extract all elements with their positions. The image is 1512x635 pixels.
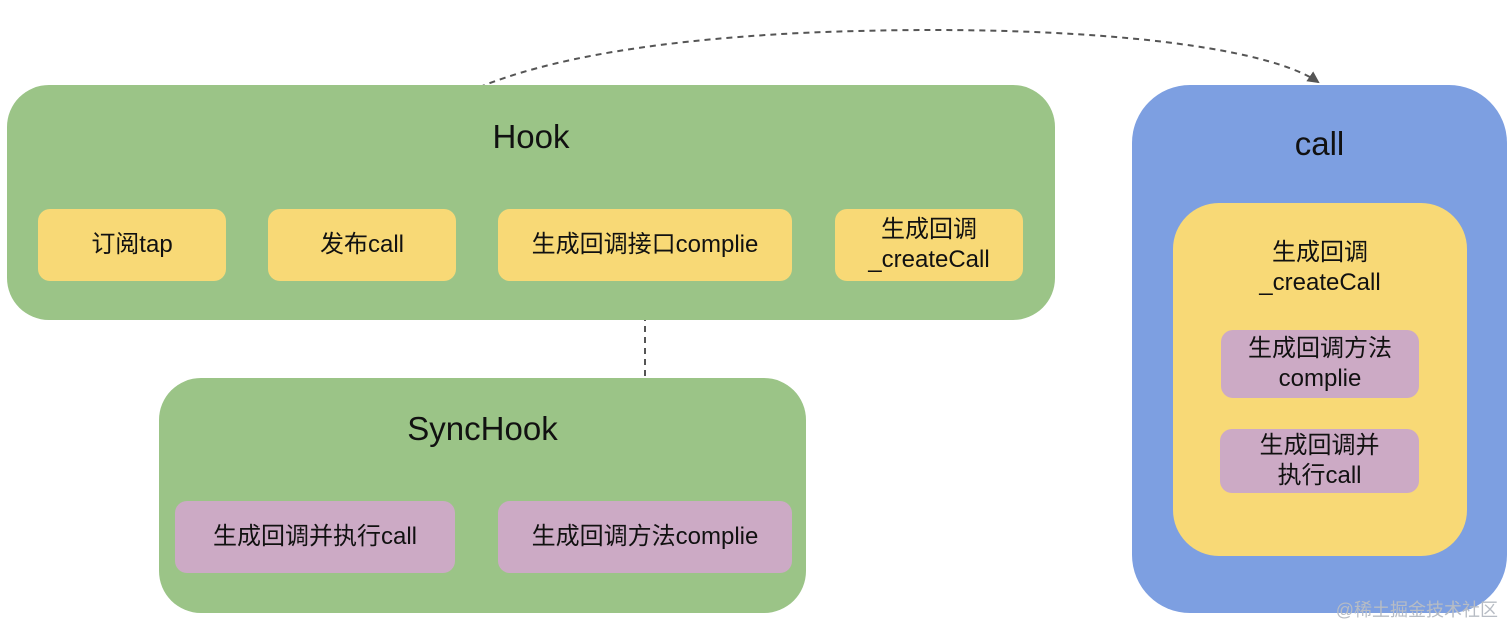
hook-group: Hook [7,85,1055,320]
generate-callback-method-complie-node: 生成回调方法complie [498,501,792,573]
publish-call-node: 发布call [268,209,456,281]
subscribe-tap-node: 订阅tap [38,209,226,281]
generate-callback-createcall-node: 生成回调 _createCall [835,209,1023,281]
call-title: call [1294,125,1345,162]
synchook-group: SyncHook [159,378,806,613]
generate-callback-interface-complie-node: 生成回调接口complie [498,209,792,281]
synchook-title: SyncHook [407,410,558,447]
call-generate-and-execute-call-node: 生成回调并 执行call [1220,429,1419,493]
hook-title: Hook [492,118,570,155]
watermark: @稀土掘金技术社区 [1335,600,1498,620]
createcall-title: 生成回调 _createCall [1259,239,1381,296]
call-generate-callback-method-complie-node: 生成回调方法 complie [1221,330,1419,398]
generate-and-execute-call-node: 生成回调并执行call [175,501,455,573]
